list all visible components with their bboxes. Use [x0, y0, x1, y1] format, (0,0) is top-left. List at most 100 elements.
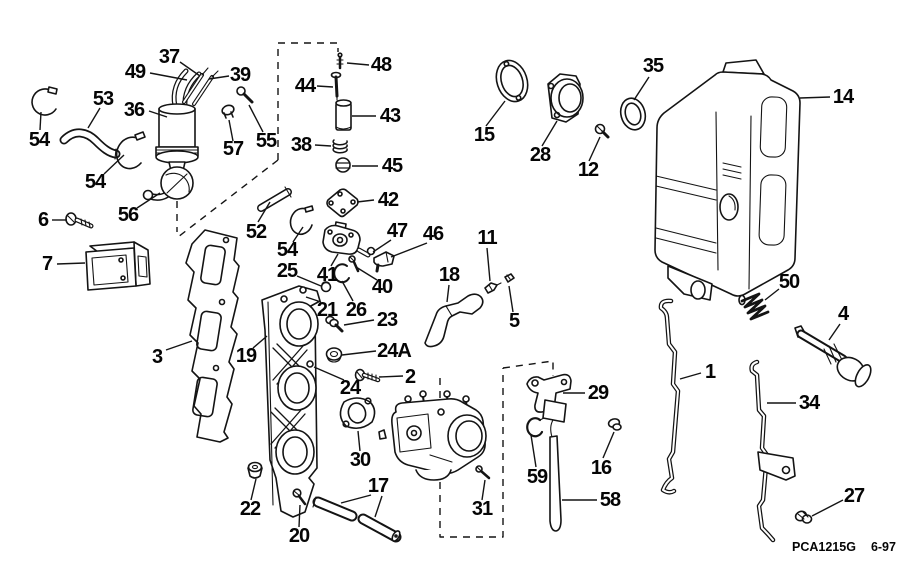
callout-12: 12: [577, 159, 599, 181]
part-39-needle-valve: [192, 70, 219, 106]
callout-29: 29: [587, 382, 609, 404]
leader-line-15: [485, 100, 506, 127]
callout-53: 53: [92, 88, 114, 110]
callout-52: 52: [245, 221, 267, 243]
callout-58: 58: [599, 489, 621, 511]
callout-2: 2: [404, 366, 416, 388]
part-2-screw: [354, 368, 381, 383]
leader-line-41: [330, 253, 339, 267]
callout-54: 54: [276, 239, 298, 261]
callout-39: 39: [229, 64, 251, 86]
part-42-diaphragm-plate: [326, 188, 359, 218]
part-53-hose: [59, 128, 121, 160]
leader-line-50: [764, 288, 780, 301]
callout-17: 17: [367, 475, 389, 497]
leader-line-22: [250, 478, 257, 501]
callout-31: 31: [471, 498, 493, 520]
part-27-clip: [794, 510, 813, 524]
part-54-ring-clamp: [115, 131, 146, 170]
callout-38: 38: [290, 134, 312, 156]
leader-line-35: [633, 76, 650, 101]
callout-25: 25: [276, 260, 298, 282]
leader-line-49: [149, 72, 188, 81]
part-43-sleeve: [335, 99, 352, 131]
leader-line-54: [103, 154, 125, 175]
leader-line-14: [799, 96, 831, 99]
part-59-clip: [526, 417, 545, 438]
callout-20: 20: [288, 525, 310, 547]
leader-line-11: [486, 247, 491, 282]
leader-line-46: [390, 242, 428, 258]
part-7-bracket-box: [85, 241, 151, 291]
leader-line-39: [208, 75, 230, 80]
callout-30: 30: [349, 449, 371, 471]
callout-48: 48: [370, 54, 392, 76]
callout-49: 49: [124, 61, 146, 83]
leader-line-31: [481, 479, 486, 501]
figure-footer: PCA1215G 6-97: [792, 540, 896, 554]
part-4-choke-knob: [794, 325, 872, 388]
callout-37: 37: [158, 46, 180, 68]
part-11-clip: [484, 282, 502, 294]
leader-line-25: [296, 275, 322, 287]
callout-57: 57: [222, 138, 244, 160]
leader-line-7: [56, 262, 86, 265]
callout-59: 59: [526, 466, 548, 488]
leader-line-54: [39, 111, 42, 131]
callout-27: 27: [843, 485, 865, 507]
figure-code: PCA1215G: [792, 540, 856, 554]
callout-23: 23: [376, 309, 398, 331]
callout-21: 21: [316, 299, 338, 321]
leader-line-18: [446, 284, 450, 303]
part-50-spring: [738, 292, 770, 321]
part-40-screw: [348, 255, 360, 273]
leader-line-38: [314, 144, 332, 147]
leader-line-48: [346, 62, 370, 66]
leader-line-12: [588, 136, 601, 162]
callout-50: 50: [778, 271, 800, 293]
leader-line-28: [541, 120, 558, 147]
part-12-screw: [594, 123, 610, 139]
part-20-screw: [292, 488, 307, 506]
callout-54: 54: [28, 129, 50, 151]
leader-line-36: [148, 110, 168, 118]
part-30-flange-gasket: [339, 397, 376, 430]
part-15-gasket: [495, 59, 529, 103]
part-3-manifold-gasket: [185, 229, 240, 443]
part-56-clamp-bracket: [142, 166, 194, 201]
callout-22: 22: [239, 498, 261, 520]
leader-line-54: [292, 226, 304, 243]
part-41-fuel-pump: [322, 221, 371, 258]
callout-18: 18: [438, 264, 460, 286]
leader-line-59: [530, 434, 537, 468]
leader-line-52: [257, 201, 271, 223]
part-48-needle: [336, 52, 344, 70]
part-6-screw: [65, 212, 94, 229]
leader-line-37: [179, 61, 201, 77]
callout-4: 4: [837, 303, 849, 325]
leader-line-21: [305, 296, 322, 303]
callout-45: 45: [381, 155, 403, 177]
callout-56: 56: [117, 204, 139, 226]
part-35-grommet: [619, 97, 647, 131]
leader-line-27: [811, 499, 844, 517]
part-31-screw: [475, 465, 491, 480]
leader-line-20: [298, 504, 301, 528]
part-52-fuel-tube: [257, 186, 292, 212]
leader-line-4: [828, 323, 841, 341]
leader-line-53: [87, 107, 101, 129]
callout-5: 5: [508, 310, 520, 332]
part-22-plug: [247, 461, 263, 479]
part-18-bracket: [424, 293, 484, 348]
callout-1: 1: [704, 361, 716, 383]
part-29-bracket: [526, 373, 572, 423]
part-58-link-rod: [549, 419, 562, 532]
leader-line-30: [357, 430, 361, 452]
callout-16: 16: [590, 457, 612, 479]
part-54-hook-clamp: [31, 86, 58, 116]
callout-3: 3: [151, 346, 163, 368]
callout-11: 11: [477, 227, 497, 249]
